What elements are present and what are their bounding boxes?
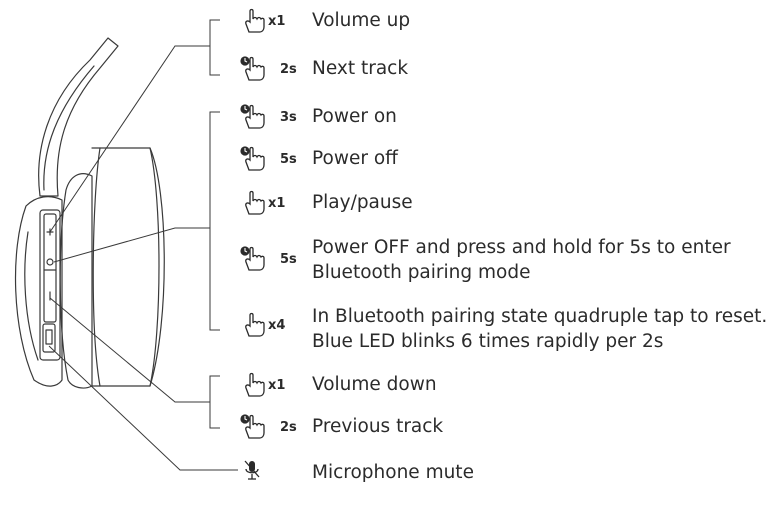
pointing-hand-icon bbox=[240, 8, 268, 34]
ear-pad bbox=[91, 147, 165, 387]
row-pairing: 5s bbox=[240, 246, 306, 272]
clock-icon bbox=[240, 246, 278, 264]
row-reset: x4 bbox=[240, 312, 306, 338]
mic-off-icon bbox=[240, 458, 268, 484]
clock-icon bbox=[240, 146, 278, 164]
row-mic-mute bbox=[240, 458, 268, 484]
row-volume-up: x1 bbox=[240, 8, 306, 34]
row-power-off: 5s bbox=[240, 146, 306, 172]
label-reset-line-2: Blue LED blinks 6 times rapidly per 2s bbox=[312, 331, 664, 352]
hold-duration: 3s bbox=[280, 109, 297, 125]
label-previous-track: Previous track bbox=[312, 416, 444, 437]
label-volume-up: Volume up bbox=[312, 10, 411, 31]
label-reset-line-1: In Bluetooth pairing state quadruple tap… bbox=[312, 306, 768, 327]
pointing-hand-icon bbox=[240, 414, 268, 440]
row-next-track: 2s bbox=[240, 56, 306, 82]
pointing-hand-icon bbox=[240, 246, 268, 272]
mic-switch bbox=[42, 323, 56, 353]
pointing-hand-icon bbox=[240, 312, 268, 338]
row-volume-down: x1 bbox=[240, 372, 306, 398]
press-count: x1 bbox=[268, 195, 286, 211]
row-previous-track: 2s bbox=[240, 414, 306, 440]
press-count: x1 bbox=[268, 13, 286, 29]
pointing-hand-icon bbox=[240, 104, 268, 130]
hold-duration: 2s bbox=[280, 61, 297, 77]
label-power-off: Power off bbox=[312, 148, 398, 169]
press-count: x4 bbox=[268, 317, 286, 333]
clock-icon bbox=[240, 104, 278, 122]
label-mic-mute: Microphone mute bbox=[312, 462, 474, 483]
pointing-hand-icon bbox=[240, 190, 268, 216]
clock-icon bbox=[240, 414, 278, 432]
pointing-hand-icon bbox=[240, 56, 268, 82]
ear-cushion bbox=[59, 173, 93, 389]
label-pairing-line-1: Power OFF and press and hold for 5s to e… bbox=[312, 237, 731, 258]
hold-duration: 5s bbox=[280, 251, 297, 267]
label-next-track: Next track bbox=[312, 58, 409, 79]
pointing-hand-icon bbox=[240, 146, 268, 172]
label-play-pause: Play/pause bbox=[312, 192, 413, 213]
hold-duration: 5s bbox=[280, 151, 297, 167]
leader-lines bbox=[48, 19, 238, 471]
pointing-hand-icon bbox=[240, 372, 268, 398]
row-play-pause: x1 bbox=[240, 190, 306, 216]
clock-icon bbox=[240, 56, 278, 74]
press-count: x1 bbox=[268, 377, 286, 393]
hold-duration: 2s bbox=[280, 419, 297, 435]
label-power-on: Power on bbox=[312, 106, 397, 127]
ear-cup-outer bbox=[14, 196, 63, 387]
label-volume-down: Volume down bbox=[312, 374, 437, 395]
row-power-on: 3s bbox=[240, 104, 306, 130]
headband bbox=[38, 37, 119, 197]
label-pairing-line-2: Bluetooth pairing mode bbox=[312, 262, 531, 283]
